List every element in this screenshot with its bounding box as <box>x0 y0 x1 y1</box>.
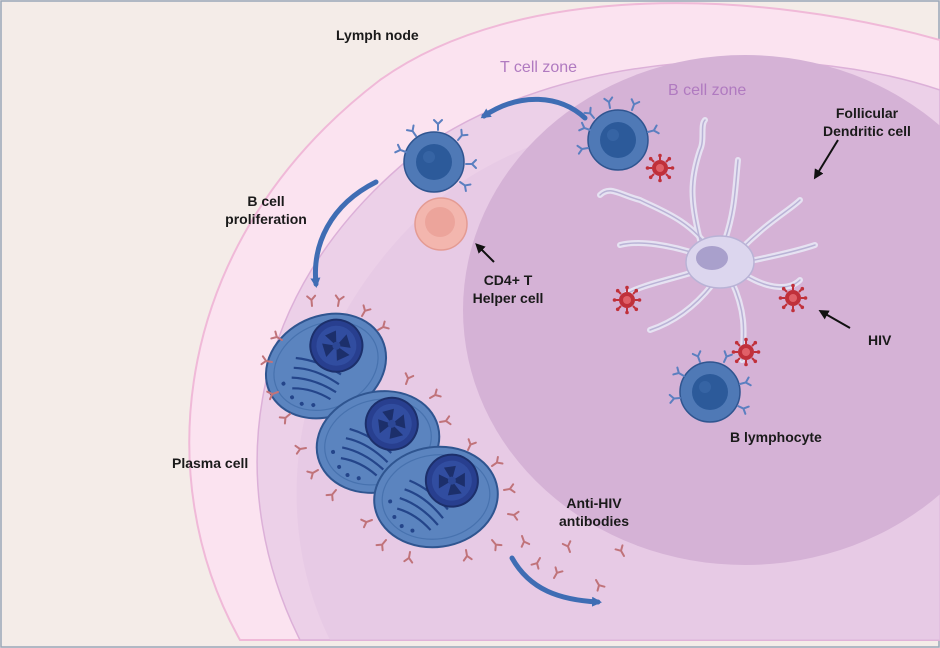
cd4-t-helper-cell <box>414 197 468 251</box>
cd4-label-line2: Helper cell <box>473 290 544 306</box>
arrow-proliferation <box>310 179 379 288</box>
cd4-pointer-arrow <box>475 243 495 263</box>
fdc-label-line1: Follicular <box>836 105 899 121</box>
antibodies-label-line1: Anti-HIV <box>566 495 622 511</box>
hiv-virus-3 <box>777 282 809 314</box>
fdc-pointer-arrow <box>813 139 839 180</box>
b-cell-zone-label: B cell zone <box>668 82 746 99</box>
hiv-label: HIV <box>868 332 892 348</box>
b-lymphocyte-label: B lymphocyte <box>730 429 822 445</box>
fdc-label-line2: Dendritic cell <box>823 123 911 139</box>
b-cell-zone <box>463 55 940 565</box>
antibodies-label-line2: antibodies <box>559 513 629 529</box>
plasma-cell-label: Plasma cell <box>172 455 248 471</box>
hiv-virus-1 <box>644 152 676 184</box>
hiv-virus-2 <box>611 284 643 316</box>
hiv-virus-4 <box>730 336 762 368</box>
arrow-antibody-release <box>509 555 602 607</box>
follicular-dendritic-cell <box>597 117 818 363</box>
b-cell-proliferation-line1: B cell <box>247 193 284 209</box>
t-cell-zone-label: T cell zone <box>500 59 577 76</box>
arrow-migration <box>480 96 588 121</box>
b-cell-proliferation-line2: proliferation <box>225 211 307 227</box>
lymph-node-label: Lymph node <box>336 27 419 43</box>
hiv-pointer-arrow <box>818 310 851 329</box>
cd4-label-line1: CD4+ T <box>484 272 533 288</box>
